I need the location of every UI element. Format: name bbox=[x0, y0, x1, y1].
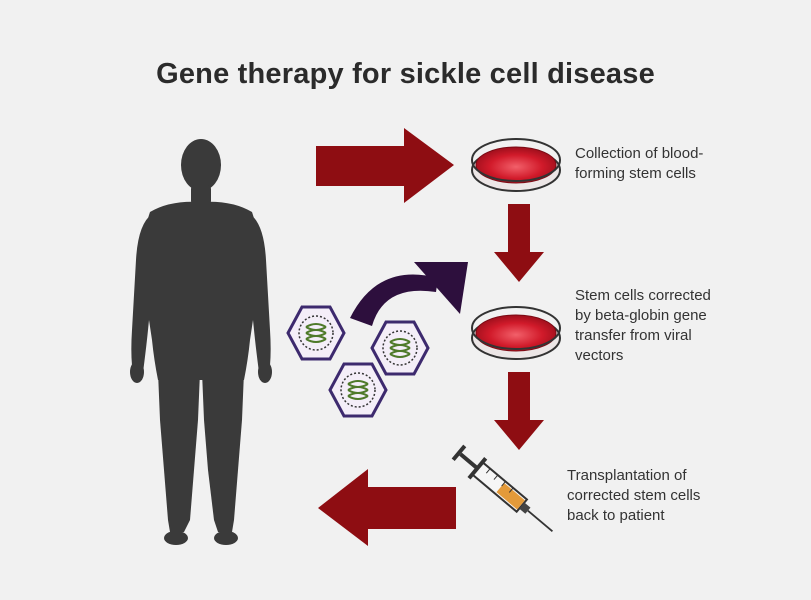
petri-dish-icon bbox=[471, 138, 561, 192]
step-label-line: Collection of blood- bbox=[575, 145, 704, 162]
step-label-transplant: Transplantation of corrected stem cells … bbox=[567, 466, 700, 526]
step-label-line: vectors bbox=[575, 347, 624, 364]
step-label-correction: Stem cells corrected by beta-globin gene… bbox=[575, 286, 711, 366]
petri-dish-icon bbox=[471, 306, 561, 360]
arrow-down-1 bbox=[494, 204, 544, 282]
step-label-line: forming stem cells bbox=[575, 165, 696, 182]
step-label-line: transfer from viral bbox=[575, 327, 692, 344]
curved-arrow-icon bbox=[350, 262, 468, 326]
virus-vector-icon bbox=[370, 320, 430, 376]
step-label-line: by beta-globin gene bbox=[575, 307, 707, 324]
step-label-line: back to patient bbox=[567, 507, 665, 524]
diagram-title: Gene therapy for sickle cell disease bbox=[156, 58, 655, 90]
syringe-icon bbox=[451, 444, 554, 532]
arrow-down-2 bbox=[494, 372, 544, 450]
virus-vector-icon bbox=[286, 305, 346, 361]
step-label-line: corrected stem cells bbox=[567, 487, 701, 504]
arrow-left-large bbox=[318, 469, 456, 546]
step-label-line: Transplantation of bbox=[567, 467, 687, 484]
virus-vector-icon bbox=[328, 362, 388, 418]
human-silhouette-icon bbox=[130, 139, 272, 545]
step-label-collection: Collection of blood- forming stem cells bbox=[575, 144, 703, 184]
step-label-line: Stem cells corrected bbox=[575, 287, 711, 304]
arrow-right-large bbox=[316, 128, 454, 203]
